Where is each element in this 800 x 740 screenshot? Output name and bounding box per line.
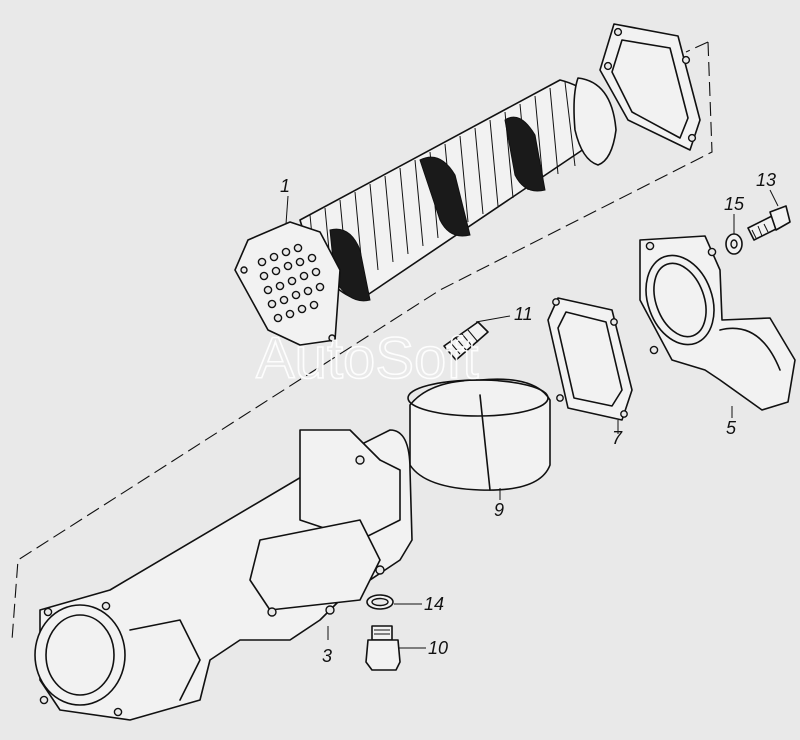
callout-7: 7	[612, 428, 623, 448]
part-3-housing	[34, 429, 413, 721]
part-13-bolt	[747, 205, 791, 241]
watermark-text: AutoSoft	[256, 326, 478, 391]
part-5-outlet-elbow	[639, 235, 796, 411]
tube-holes	[240, 243, 336, 342]
part-15-washer	[725, 233, 743, 255]
part-9-cylinder-sleeve	[407, 378, 551, 491]
callout-11: 11	[514, 304, 533, 324]
part-7-gasket	[547, 297, 633, 421]
part-10-plug	[365, 625, 401, 671]
part-11-threaded-fitting	[443, 321, 489, 361]
top-gasket	[599, 23, 701, 151]
part-1-heat-exchanger-core	[234, 77, 617, 346]
callout-14: 14	[424, 594, 444, 614]
part-14-o-ring	[366, 594, 394, 610]
callout-13: 13	[756, 170, 776, 190]
callout-labels: 1 3 5 7 9 10 11 13 14 15	[280, 170, 776, 666]
callout-15: 15	[724, 194, 745, 214]
callout-3: 3	[322, 646, 332, 666]
callout-5: 5	[726, 418, 737, 438]
callout-9: 9	[494, 500, 504, 520]
callout-1: 1	[280, 176, 290, 196]
assembly-dashed-outline	[11, 41, 713, 641]
leader-lines	[285, 189, 779, 649]
callout-10: 10	[428, 638, 448, 658]
